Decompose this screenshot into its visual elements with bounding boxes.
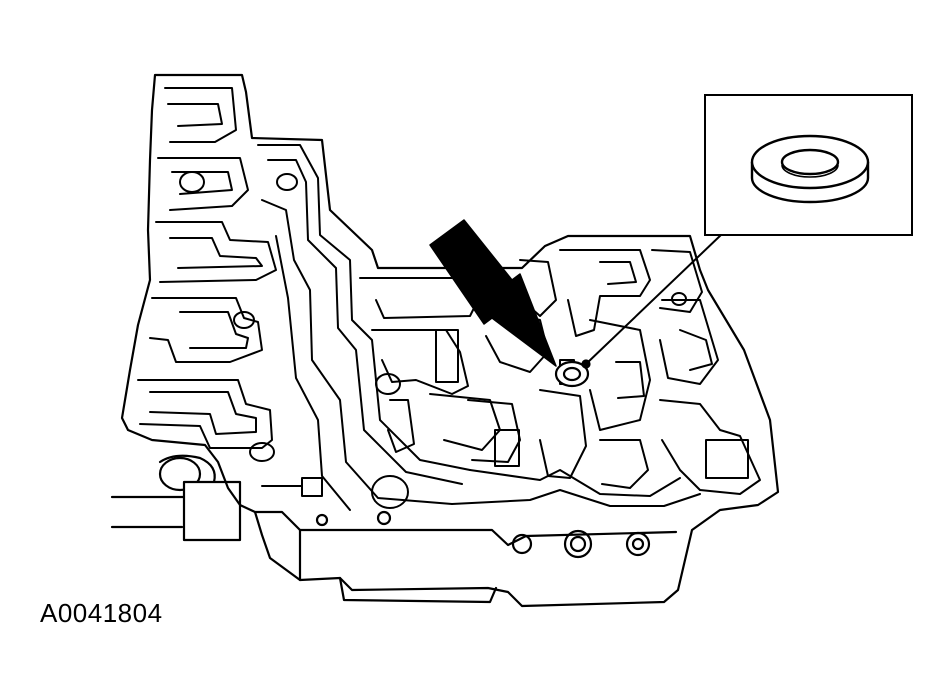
figure-id-label: A0041804 (40, 598, 163, 628)
leader-line (585, 233, 723, 365)
right-channels (451, 249, 761, 507)
pointer-arrow (429, 219, 557, 367)
valve-body-outline (120, 73, 780, 608)
lower-flange (253, 510, 678, 604)
left-channels (137, 87, 298, 462)
detail-inset (704, 94, 913, 236)
check-ball-port (554, 359, 591, 388)
middle-channels (257, 144, 549, 511)
washer-icon (750, 134, 870, 204)
